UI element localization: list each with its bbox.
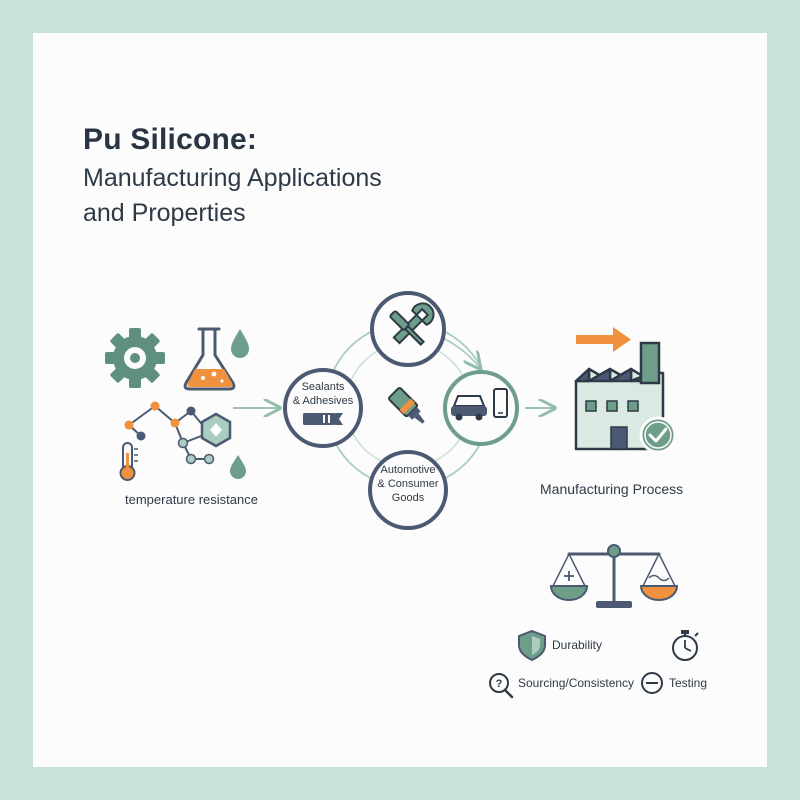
automotive-label-2: & Consumer — [377, 478, 438, 490]
automotive-node: Automotive & Consumer Goods — [368, 450, 448, 530]
subtitle-line-1: Manufacturing Applications — [83, 164, 382, 192]
process-caption: Manufacturing Process — [540, 481, 683, 497]
sealants-label-2: & Adhesives — [293, 395, 354, 407]
droplet-icon — [231, 329, 249, 358]
car-icon — [451, 395, 487, 421]
flask-icon — [183, 327, 236, 391]
svg-text:?: ? — [496, 678, 503, 690]
molecule-icon — [124, 401, 232, 465]
subtitle-line-2: and Properties — [83, 199, 246, 227]
thermometer-icon — [119, 442, 138, 481]
properties-caption: temperature resistance — [125, 492, 258, 507]
page-subtitle: Manufacturing Applications and Propertie… — [83, 161, 483, 231]
balance-scale-icon — [549, 544, 679, 608]
legend-testing: Testing — [669, 676, 707, 690]
legend-sourcing: Sourcing/Consistency — [518, 676, 634, 690]
shield-icon — [518, 629, 546, 662]
page-title: Pu Silicone: — [83, 123, 258, 156]
automotive-label-3: Goods — [392, 492, 425, 504]
orange-arrow-icon — [576, 327, 631, 352]
sealant-cartridge-icon — [388, 387, 425, 424]
sealants-node: Sealants & Adhesives — [283, 368, 363, 448]
gear-icon — [105, 328, 165, 388]
minus-circle-icon — [641, 672, 663, 694]
process-diagram: temperature resistance Sealants & Adhesi… — [105, 291, 707, 699]
legend-durability: Durability — [552, 638, 602, 652]
check-badge-icon — [639, 416, 677, 454]
stopwatch-icon — [672, 630, 699, 661]
automotive-label-1: Automotive — [380, 464, 435, 476]
sealant-strip-icon — [303, 413, 343, 425]
canvas-card: Pu Silicone: Manufacturing Applications … — [33, 33, 767, 767]
products-node — [443, 370, 519, 446]
phone-icon — [493, 388, 508, 418]
tools-node — [370, 291, 446, 367]
screwdriver-icon — [389, 310, 425, 346]
droplet-small-icon — [230, 455, 246, 479]
question-search-icon: ? — [489, 673, 514, 699]
cycle-arrow — [440, 336, 479, 367]
sealants-label-1: Sealants — [302, 381, 345, 393]
